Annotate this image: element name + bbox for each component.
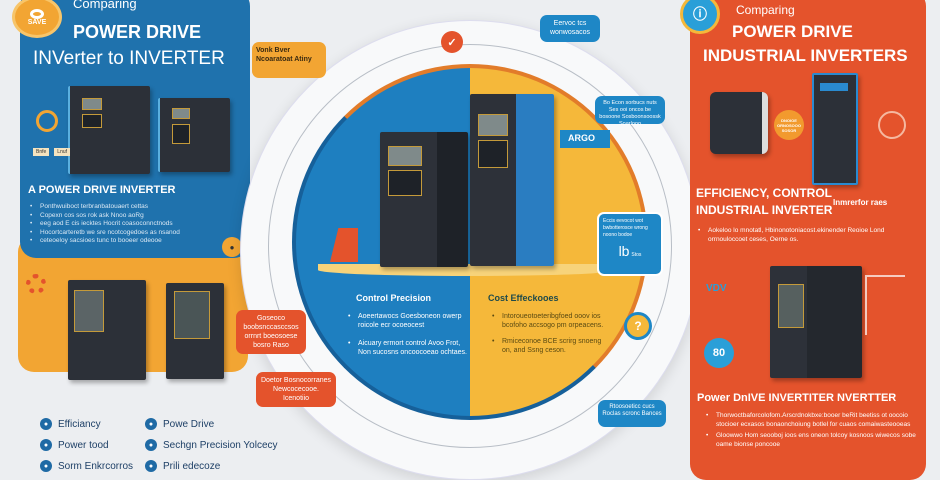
- circle-icon: ●: [40, 418, 52, 430]
- ring-icon: [30, 8, 44, 19]
- lightbulb-icon: [36, 110, 58, 132]
- argo-tag: ARGO: [560, 130, 610, 148]
- legend-item: ●Sechgn Precision Yolcecy: [145, 439, 315, 451]
- legend-item: ●Prili edecoze: [145, 460, 315, 472]
- right-section-title: Power DnIVE INVERTITER NVERTTER: [697, 392, 897, 404]
- right-bullets-2: Thorwoctbaforcolofom.Arscrdnokbxe:booer …: [706, 412, 918, 449]
- top-center-callout: Eervoc tcs wonwosacos: [540, 15, 600, 42]
- tag-label: Bnfe: [33, 148, 50, 156]
- save-badge: SAVE: [12, 0, 62, 38]
- left-title-2: INVerter to INVERTER: [33, 48, 225, 69]
- blue-section-bullets: Aoeertawocs Goesboneon owerp roicole ecr…: [348, 313, 468, 357]
- right-callout: Bo Econ sorbucs nuts Ses ooi oncos be bo…: [595, 96, 665, 127]
- circle-icon: ●: [145, 439, 157, 451]
- inverter-image: [166, 283, 224, 379]
- right-title-1: POWER DRIVE: [732, 22, 853, 41]
- vdv-tag: VDV: [706, 283, 727, 294]
- motor-icon: [878, 111, 906, 139]
- bottom-callout: Rtoosoeticc cucs Roclas scronc Bances: [598, 400, 666, 427]
- legend: ●Efficiancy ●Powe Drive ●Power tood ●Sec…: [40, 418, 320, 472]
- gear-icon: [26, 274, 46, 294]
- circle-icon: ●: [145, 460, 157, 472]
- left-title-1: POWER DRIVE: [73, 22, 202, 42]
- legend-item: ●Powe Drive: [145, 418, 315, 430]
- inverter-image: [812, 73, 858, 185]
- stat-badge: 80: [704, 338, 734, 368]
- right-bullet: Aokeloo lo mnotatl, Hbinonotoniacost.eki…: [698, 227, 918, 244]
- yellow-section-heading: Cost Effeckooes: [488, 293, 559, 303]
- top-left-callout: Vonk Bver Ncoaratoat Atiny: [252, 42, 326, 78]
- yellow-section-bullets: Intoroueotoeteribgfoed ooov ios bcofoho …: [492, 313, 604, 355]
- piping-diagram: [865, 275, 905, 335]
- legend-item: ●Sorm Enkrcorros: [40, 460, 145, 472]
- inverter-image: [380, 132, 468, 267]
- blue-section-heading: Control Precision: [356, 293, 432, 303]
- inverter-image: [68, 280, 146, 380]
- right-title-2: INDUSTRIAL INVERTERS: [703, 46, 908, 65]
- orange-callout: Goseoco boobsnccasccsos orrnrt boeosoese…: [236, 310, 306, 354]
- stat-callout: Eccis eevocot wot bwbotterosce wrong noo…: [597, 212, 663, 276]
- tag-label: Lnuf: [54, 148, 71, 156]
- info-button[interactable]: ●: [222, 237, 242, 257]
- help-icon[interactable]: ?: [624, 312, 652, 340]
- inverter-image: [470, 94, 554, 266]
- inverter-image: [770, 266, 862, 378]
- inverter-image: [158, 98, 230, 172]
- inner-ring: [268, 44, 672, 448]
- left-subtitle: A POWER DRIVE INVERTER: [28, 184, 176, 196]
- left-bullets: Ponthwuiboct terbranbatouaert cettas Cop…: [30, 203, 235, 246]
- circle-icon: ●: [145, 418, 157, 430]
- circle-icon: ●: [40, 439, 52, 451]
- legend-item: ●Efficiancy: [40, 418, 145, 430]
- orange-callout: Doetor Bosnocorranes Newcocecooe. Icenot…: [256, 372, 336, 407]
- left-kicker: Comparing: [73, 0, 137, 11]
- right-subtitle-1: EFFICIENCY, CONTROL: [696, 186, 833, 200]
- inverter-image: [68, 86, 150, 174]
- legend-item: ●Power tood: [40, 439, 145, 451]
- orange-badge: DNOIOE ORNOSOOO SOSOR: [774, 110, 804, 140]
- right-kicker: Comparing: [736, 3, 795, 17]
- circle-icon: ●: [40, 460, 52, 472]
- side-label: Inmrerfor raes: [833, 198, 888, 207]
- power-icon: ⓘ: [680, 0, 720, 34]
- right-subtitle-2: INDUSTRIAL INVERTER: [696, 203, 833, 217]
- inverter-image: [710, 92, 768, 154]
- check-icon[interactable]: ✓: [441, 31, 463, 53]
- platform: [318, 264, 618, 276]
